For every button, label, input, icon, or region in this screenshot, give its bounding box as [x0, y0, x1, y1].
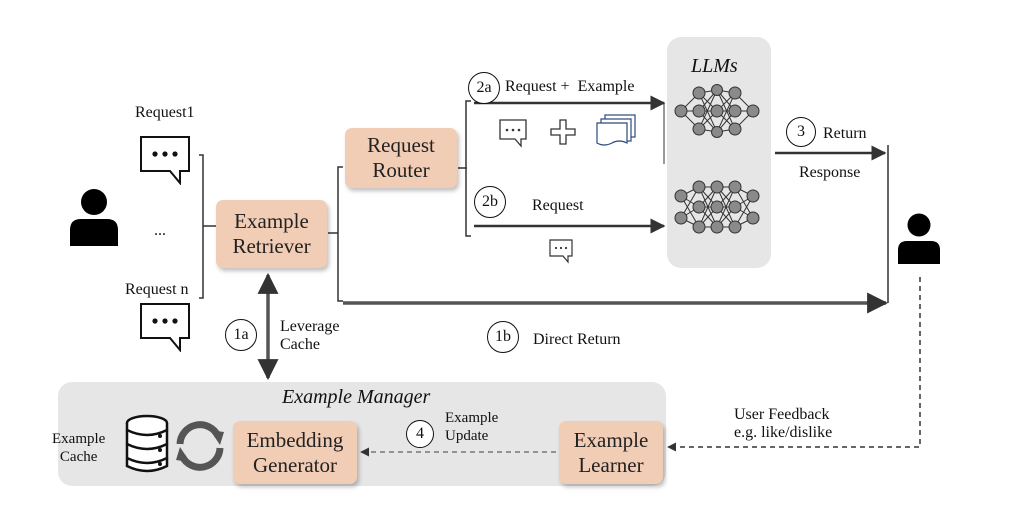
step-3-marker: 3	[786, 117, 816, 147]
request-example-label: Request + Example	[505, 78, 635, 95]
example-cache-label: Example Cache	[52, 431, 106, 465]
requests-bracket	[199, 154, 204, 299]
user-icon	[70, 189, 118, 246]
step-1a-marker: 1a	[225, 319, 257, 351]
retriever-bracket	[337, 166, 343, 302]
example-manager-title: Example Manager	[282, 386, 431, 408]
speech-bubble-icon	[140, 136, 190, 185]
example-retriever-node: Example Retriever	[216, 200, 327, 268]
speech-bubble-icon	[549, 239, 573, 264]
neural-network-icon	[674, 180, 760, 234]
embedding-generator-label: Embedding Generator	[246, 427, 344, 477]
document-stack-icon	[596, 114, 636, 146]
leverage-cache-label: Leverage Cache	[280, 318, 340, 353]
response-label: Response	[799, 164, 861, 181]
example-learner-label: Example Learner	[573, 427, 649, 477]
router-bracket	[465, 100, 471, 237]
example-retriever-label: Example Retriever	[232, 209, 311, 258]
direct-return-label: Direct Return	[533, 331, 621, 348]
example-learner-node: Example Learner	[559, 421, 663, 484]
database-icon	[125, 414, 169, 473]
step-1b-marker: 1b	[487, 321, 519, 353]
refresh-cycle-icon	[176, 421, 224, 471]
user-feedback-label: User Feedback e.g. like/dislike	[734, 406, 833, 441]
step-4-marker: 4	[406, 420, 434, 448]
return-label: Return	[823, 125, 867, 142]
llms-title: LLMs	[691, 55, 738, 77]
request-n-label: Request n	[125, 281, 189, 298]
embedding-generator-node: Embedding Generator	[233, 421, 357, 484]
user-feedback-arrow	[667, 277, 921, 452]
speech-bubble-icon	[499, 119, 527, 148]
example-update-label: Example Update	[445, 410, 499, 444]
neural-network-icon	[674, 84, 760, 138]
request-label: Request	[532, 197, 584, 214]
user-icon	[898, 213, 940, 264]
requests-ellipsis: ...	[154, 222, 166, 239]
request-router-node: Request Router	[345, 128, 457, 188]
speech-bubble-icon	[140, 303, 190, 352]
request1-label: Request1	[135, 104, 195, 121]
step-2a-marker: 2a	[468, 72, 500, 104]
step-2b-marker: 2b	[474, 186, 506, 218]
plus-icon	[550, 119, 576, 145]
request-router-label: Request Router	[367, 133, 435, 182]
